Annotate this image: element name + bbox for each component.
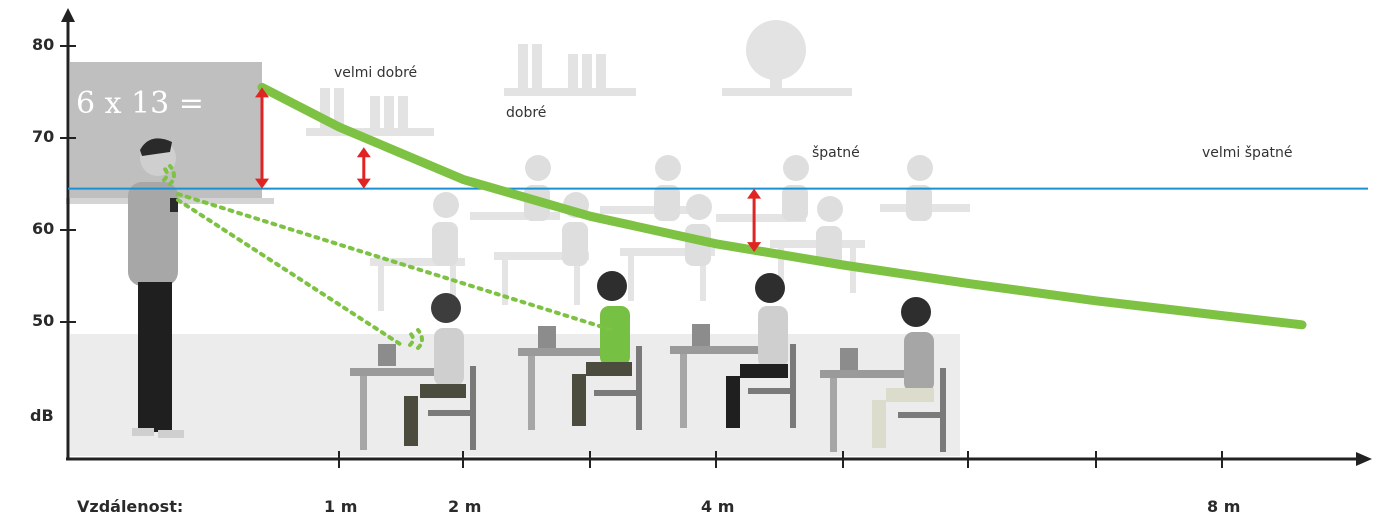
y-axis-arrowhead [61, 8, 75, 22]
x-tick-label-4: 4 m [701, 497, 735, 516]
y-tick-label-70: 70 [32, 127, 55, 146]
teacher-figure [128, 138, 184, 438]
series-curve [257, 82, 1307, 330]
curve-group [257, 82, 1307, 330]
bookshelf-right [504, 44, 636, 96]
quality-label-1: velmi dobré [334, 64, 418, 81]
x-axis-label: Vzdálenost: [77, 497, 184, 516]
quality-label-2: dobré [506, 105, 547, 122]
quality-label-4: velmi špatné [1202, 144, 1293, 161]
gap-arrow-2 [356, 147, 371, 189]
y-tick-label-60: 60 [32, 219, 55, 238]
x-axis-arrowhead [1356, 452, 1372, 466]
y-tick-label-50: 50 [32, 311, 55, 330]
front-students [404, 271, 934, 448]
front-desks [350, 324, 920, 452]
y-axis-label: dB [30, 406, 54, 425]
blackboard-text: 6 x 13 = [76, 86, 204, 121]
floor-area [70, 334, 960, 456]
quality-label-3: špatné [812, 144, 860, 161]
gap-arrow-1 [255, 87, 269, 189]
speech-paths [162, 164, 614, 350]
y-tick-label-80: 80 [32, 35, 55, 54]
x-tick-label-8: 8 m [1207, 497, 1241, 516]
bookshelf-left [306, 88, 434, 136]
gap-arrows [255, 87, 762, 253]
blackboard [70, 62, 262, 198]
x-tick-label-2: 2 m [448, 497, 482, 516]
x-tick-label-1: 1 m [324, 497, 358, 516]
globe-shelf [722, 20, 852, 96]
chairs [428, 344, 946, 452]
gap-arrow-3 [747, 188, 762, 253]
axes [60, 8, 1372, 468]
